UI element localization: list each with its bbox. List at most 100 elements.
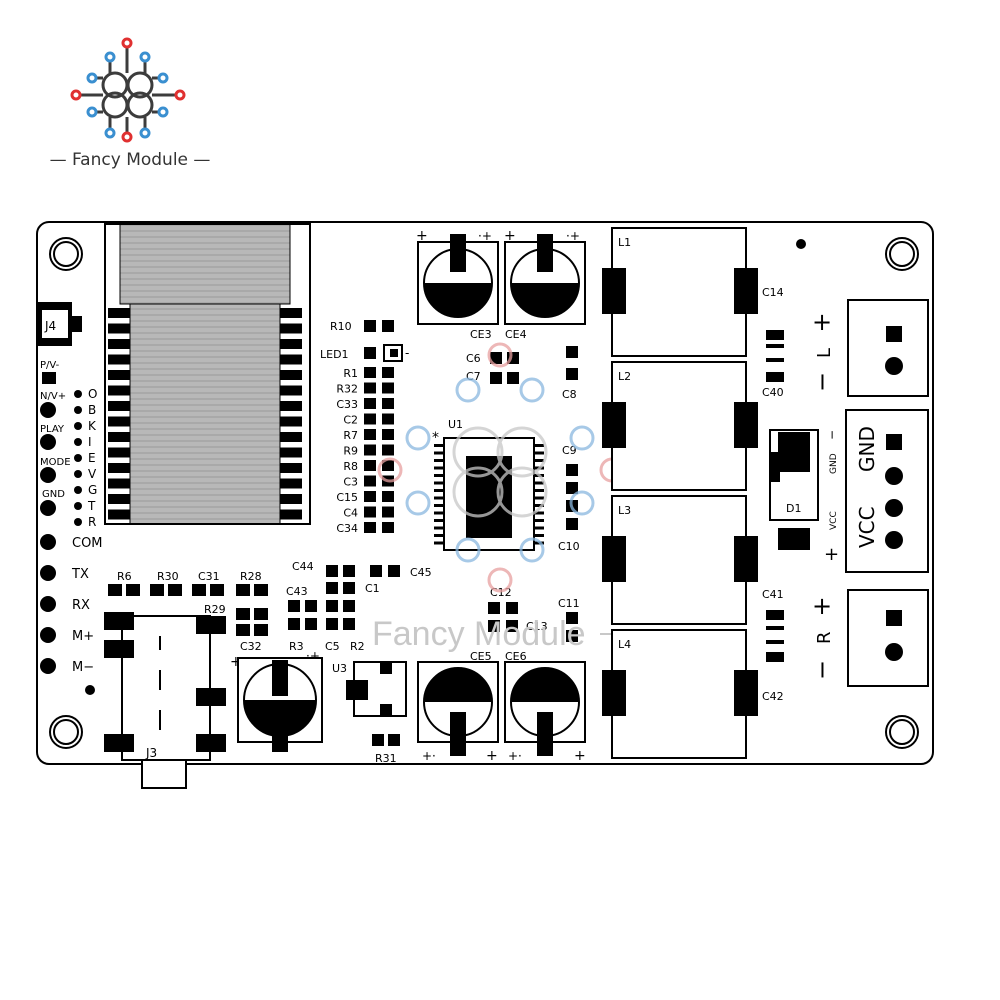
brand-name: — Fancy Module — [49,150,211,170]
bt-pad [108,478,130,489]
ic-pin [434,526,444,530]
mounting-holes [49,237,919,749]
label-ce3: CE3 [470,328,492,341]
terminal-left-speaker: + L − [808,299,929,397]
svg-text:+: + [574,748,586,764]
terminal-power: GND VCC [845,409,929,573]
svg-text:+·: +· [508,749,522,763]
label-vcc-plus: + [824,544,839,565]
bt-pin-label: E [88,451,96,465]
bluetooth-module [104,223,311,525]
label-c14: C14 [762,286,784,299]
label-ce6: CE6 [505,650,527,663]
label-c44: C44 [292,560,314,573]
resistor-label: C33 [336,398,358,411]
resistor-pad [382,413,394,425]
resistor-pad [364,367,376,378]
header-pin [40,627,56,643]
ic-pin [434,466,444,470]
label-ce5: CE5 [470,650,492,663]
bt-pad [108,494,130,504]
ic-pin [434,496,444,500]
label-r31: R31 [375,752,397,765]
ic-pin [534,504,544,507]
resistor-pad [382,398,394,409]
ic-pin [534,459,544,462]
label-u1: U1 [448,418,463,431]
resistor-pad [364,522,376,533]
label-c32: C32 [240,640,262,653]
label-c40: C40 [762,386,784,399]
label-d1: D1 [786,502,801,515]
resistor-label: R7 [343,429,358,442]
resistor-label: C2 [343,414,358,427]
svg-text:·+: ·+ [566,229,580,243]
ic-pin [534,511,544,515]
label-r30: R30 [157,570,179,583]
label-c8: C8 [562,388,577,401]
bt-pad [280,463,302,473]
resistor-pad [382,506,394,518]
svg-text:+: + [486,748,498,764]
ic-pin [534,496,544,500]
label-led1: LED1 [320,348,349,361]
resistor-label: R1 [343,367,358,380]
svg-text:-: - [405,346,409,360]
bt-pad [108,370,130,380]
label-c41: C41 [762,588,784,601]
pin-mode-label: MODE [40,457,71,468]
resistor-label: R9 [343,445,358,458]
term-l-plus: + [812,308,832,336]
resistor-pad [382,367,394,378]
bt-pad [280,432,302,442]
label-l3: L3 [618,504,631,517]
label-l4: L4 [618,638,631,651]
resistor-label: R32 [336,383,358,396]
svg-text:+: + [504,228,516,244]
bt-pad [108,509,130,520]
watermark-text: Fancy Module [372,615,586,653]
bt-pad [280,323,302,334]
term-l-label: L [814,348,835,358]
bt-pad [108,463,130,473]
j4-connector: J4 [38,302,82,346]
bt-pin-dot [74,518,82,526]
header-pin [40,565,56,581]
ic-pin [434,541,444,545]
resistor-pad [364,475,376,487]
ce5-ce6-capacitors: CE5 CE6 +· + +· + [417,650,586,764]
bt-pin-label: V [88,467,97,481]
bt-pads-left [108,308,130,520]
resistor-pad [382,382,394,394]
bt-pin-dot [74,470,82,478]
bt-pin-label: K [88,419,97,433]
inductor-body [611,495,747,625]
resistor-pad [364,460,376,471]
term-r-minus: − [808,660,836,680]
header-pin-label: RX [72,598,90,613]
bt-pin-dot [74,406,82,414]
header-pin [40,534,56,550]
ic-pin [434,489,444,492]
svg-text:·+: ·+ [478,229,492,243]
term-r-label: R [814,631,835,644]
ic-pin [434,504,444,507]
bt-pad [280,370,302,380]
bt-pin-dot [74,454,82,462]
label-l1: L1 [618,236,631,249]
inductor-body [611,629,747,759]
bt-pin-label: B [88,403,96,417]
bt-pin-dot [74,438,82,446]
label-c43: C43 [286,585,308,598]
label-gnd-minus: − [825,430,839,440]
small-parts-row: R6 R30 C31 R28 R29 [108,570,268,636]
ic-pin [434,519,444,522]
inductor-labels: L1 L2 L3 L4 [618,236,631,651]
ic-pin [534,519,544,522]
label-l2: L2 [618,370,631,383]
ic-pin [534,481,544,485]
inductor-pad [602,268,626,314]
bt-pin-label: T [87,499,96,513]
resistor-pad [364,491,376,502]
